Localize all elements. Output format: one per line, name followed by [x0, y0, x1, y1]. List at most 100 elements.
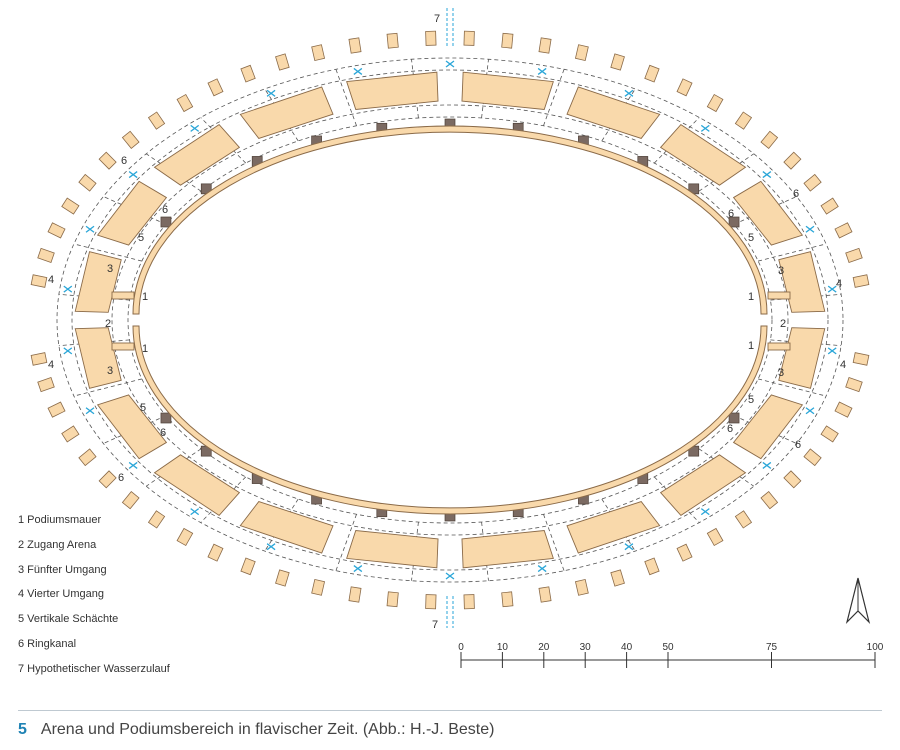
entrance-stub	[111, 342, 135, 351]
outer-pier	[78, 448, 97, 467]
outer-pier	[348, 37, 362, 54]
wedge-block	[239, 86, 334, 139]
vertical-shaft	[160, 412, 172, 424]
wedge-block	[74, 327, 122, 389]
corridor-ring	[111, 104, 789, 536]
outer-pier	[386, 32, 399, 49]
label-fifth-corridor: 3	[107, 263, 113, 275]
wedge-block	[778, 251, 826, 313]
label-podium-wall: 1	[142, 291, 148, 303]
outer-pier	[98, 470, 117, 489]
wedge-block	[461, 530, 554, 569]
label-vertical-shafts: 5	[748, 232, 754, 244]
vertical-shafts	[160, 118, 740, 522]
outer-pier	[386, 591, 399, 608]
outer-pier	[37, 377, 55, 393]
wedge-block	[153, 123, 241, 186]
figure-caption-text: Arena und Podiumsbereich in flavischer Z…	[40, 721, 495, 738]
label-fifth-corridor: 3	[107, 365, 113, 377]
wedge-block	[239, 501, 334, 554]
outer-pier	[463, 30, 475, 46]
water-marker	[353, 67, 363, 75]
label-vertical-shafts: 5	[748, 394, 754, 406]
entrance-stub	[767, 342, 791, 351]
outer-pier	[501, 591, 514, 608]
radial-passage	[733, 196, 797, 225]
wedge-block	[732, 180, 804, 246]
outer-pier	[311, 578, 326, 596]
outer-pier	[644, 557, 660, 576]
scale-tick-label: 40	[621, 642, 633, 653]
water-marker	[85, 407, 95, 415]
corridor-ring	[127, 116, 773, 524]
water-marker	[537, 67, 547, 75]
outer-pier	[176, 93, 194, 113]
label-ring-channel: 6	[160, 427, 166, 439]
fifth-corridor-wedges	[74, 71, 826, 569]
entrance-stub	[111, 291, 135, 300]
label-ring-channel: 6	[795, 439, 801, 451]
label-arena-access: 2	[105, 318, 111, 330]
label-vertical-shafts: 5	[140, 402, 146, 414]
label-podium-wall: 1	[748, 291, 754, 303]
water-marker	[537, 565, 547, 573]
scale-tick-label: 100	[867, 642, 884, 653]
wedge-block	[461, 71, 554, 110]
radial-passage	[335, 69, 357, 126]
outer-pier	[147, 111, 166, 130]
outer-pier	[47, 401, 66, 418]
outer-pier	[706, 527, 724, 547]
water-marker	[190, 124, 200, 132]
radial-passage	[103, 196, 167, 225]
vertical-shaft	[728, 216, 740, 228]
water-marker	[445, 60, 455, 68]
legend-item-zugang-arena: 2 Zugang Arena	[18, 538, 97, 551]
legend-item-vertikale-schaechte: 5 Vertikale Schächte	[18, 613, 119, 626]
outer-pier	[463, 594, 475, 610]
outer-pier	[852, 274, 870, 288]
entrance-stub	[767, 291, 791, 300]
radial-passage	[543, 514, 565, 571]
outer-pier	[760, 130, 779, 149]
scale-tick-label: 50	[662, 642, 674, 653]
label-fourth-corridor: 4	[48, 274, 54, 286]
outer-pier	[644, 64, 660, 83]
outer-pier	[348, 586, 362, 603]
outer-pier	[37, 247, 55, 263]
water-marker	[805, 225, 815, 233]
outer-pier	[834, 401, 853, 418]
radial-passage	[543, 69, 565, 126]
outer-pier	[176, 527, 194, 547]
wedge-block	[659, 454, 747, 517]
label-water-inlet: 7	[434, 13, 440, 25]
outer-pier	[121, 491, 140, 510]
ring-channel-lines	[56, 57, 844, 583]
water-inlet-markers	[63, 8, 837, 628]
label-ring-channel: 6	[121, 155, 127, 167]
legend-item-ringkanal: 6 Ringkanal	[18, 637, 77, 650]
north-arrow-icon	[845, 577, 871, 624]
label-ring-channel: 6	[162, 204, 168, 216]
scale-tick-label: 10	[497, 642, 509, 653]
wedge-block	[732, 394, 804, 460]
wedge-block	[778, 327, 826, 389]
water-marker	[827, 285, 837, 293]
corridor-ring	[71, 69, 829, 571]
radial-passage	[758, 378, 827, 397]
legend-item-wasserzulauf: 7 Hypothetischer Wasserzulauf	[18, 662, 170, 675]
label-podium-wall: 1	[748, 340, 754, 352]
wedge-block	[74, 251, 122, 313]
water-marker	[624, 543, 634, 551]
figure-number: 5	[18, 721, 27, 738]
radial-passage	[653, 117, 700, 164]
outer-pier	[275, 53, 290, 71]
water-marker	[63, 347, 73, 355]
radial-passage	[653, 476, 700, 523]
outer-pier	[783, 151, 802, 170]
caption-divider	[18, 710, 882, 711]
water-marker	[762, 461, 772, 469]
outer-pier	[47, 222, 66, 239]
